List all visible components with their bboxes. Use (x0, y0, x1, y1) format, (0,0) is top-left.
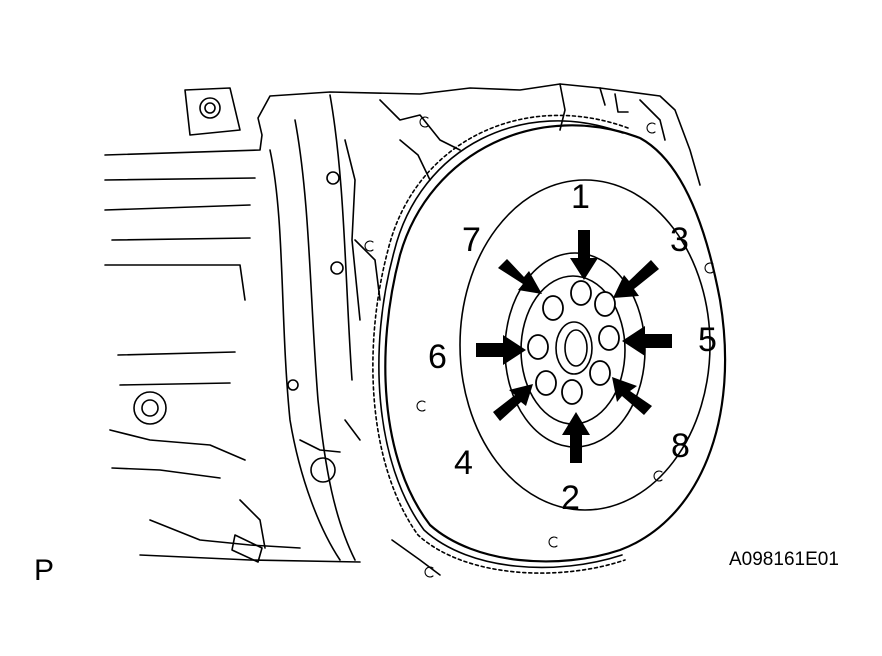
flywheel-bolts (527, 280, 620, 405)
bolt-arrows (476, 230, 672, 463)
bolt-6 (527, 334, 549, 360)
arrow-bolt-3 (613, 260, 659, 298)
bolt-8 (589, 360, 611, 386)
arrow-bolt-4 (493, 384, 533, 421)
engine-block-outline (104, 83, 701, 578)
arrow-bolt-5 (622, 326, 672, 356)
sequence-label-3: 3 (670, 221, 689, 259)
flywheel (372, 114, 727, 574)
bolt-4 (535, 370, 557, 396)
bolt-5 (598, 325, 620, 351)
view-code-label: P (34, 554, 55, 587)
arrow-bolt-7 (498, 259, 542, 294)
sequence-label-7: 7 (462, 221, 481, 259)
figure-id-label: A098161E01 (729, 549, 839, 570)
sequence-label-2: 2 (561, 479, 580, 517)
arrow-bolt-1 (570, 230, 598, 280)
sequence-label-4: 4 (454, 444, 473, 482)
sequence-label-1: 1 (571, 178, 590, 216)
bolt-1 (570, 280, 592, 306)
sequence-label-8: 8 (671, 427, 690, 465)
sequence-label-6: 6 (428, 338, 447, 376)
bolt-7 (542, 295, 564, 321)
bolt-3 (594, 291, 616, 317)
sequence-label-5: 5 (698, 321, 717, 359)
arrow-bolt-8 (612, 377, 652, 415)
arrow-bolt-2 (562, 412, 590, 463)
arrow-bolt-6 (476, 335, 526, 365)
bolt-2 (561, 379, 583, 405)
